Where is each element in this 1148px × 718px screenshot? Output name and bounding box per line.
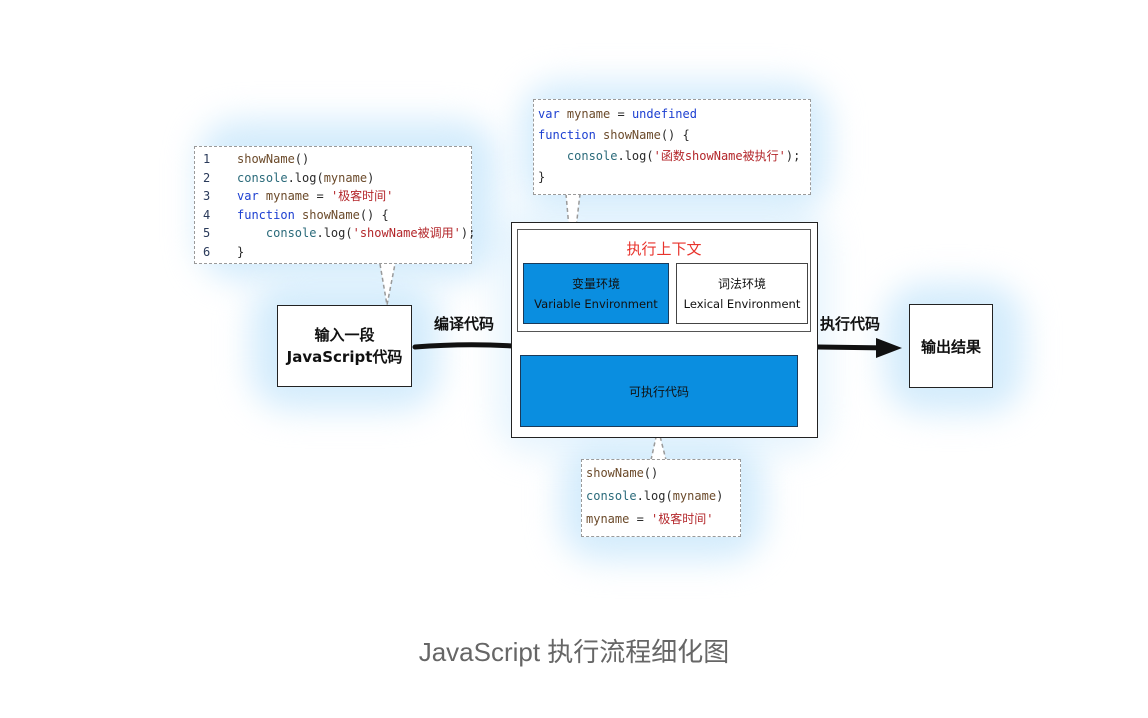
code-token: =: [610, 107, 632, 121]
code-token: myname: [323, 170, 368, 185]
code-token: ): [367, 170, 375, 185]
code-line: var myname = undefined: [538, 104, 810, 125]
code-token: function: [538, 128, 604, 142]
input-box-line1: 输入一段: [314, 326, 375, 344]
code-token: 'showName被调用': [352, 226, 461, 240]
output-result-label: 输出结果: [920, 337, 981, 356]
code-line: 5 console.log('showName被调用');: [203, 224, 475, 243]
compile-code-label: 编译代码: [434, 315, 495, 333]
code-line: 1 showName(): [203, 150, 471, 169]
code-token: =: [309, 189, 331, 203]
code-token: () {: [359, 207, 389, 222]
code-token: '极客时间': [651, 512, 714, 526]
code-line: 2 console.log(myname): [203, 169, 471, 188]
code-token: function: [237, 207, 303, 222]
executable-code-callout: showName()console.log(myname)myname = '极…: [581, 459, 741, 537]
code-token: console: [586, 489, 637, 503]
code-token: var: [538, 107, 567, 121]
line-number: 6: [203, 244, 211, 259]
code-token: myname: [566, 107, 611, 121]
code-token: .log(: [617, 149, 654, 163]
code-line: console.log(myname): [586, 485, 740, 508]
code-token: );: [460, 226, 476, 240]
code-line: console.log('函数showName被执行');: [538, 146, 810, 167]
code-token: }: [538, 170, 546, 184]
line-number: 5: [203, 226, 211, 240]
execution-context-container: 执行上下文 变量环境 Variable Environment 词法环境 Lex…: [511, 222, 818, 438]
code-token: .log(: [316, 226, 353, 240]
code-line: 6}: [203, 243, 471, 262]
code-token: showName: [586, 466, 644, 480]
code-token: console: [538, 149, 618, 163]
code-token: showName: [237, 152, 295, 166]
input-code-box: 输入一段 JavaScript代码: [277, 305, 412, 387]
code-token: myname: [672, 489, 717, 503]
lexical-env-cn: 词法环境: [717, 276, 766, 291]
execution-context-title: 执行上下文: [626, 240, 702, 258]
output-result-box: 输出结果: [909, 304, 993, 388]
code-line: 4 function showName() {: [203, 206, 471, 225]
line-number: 1: [203, 152, 211, 166]
code-token: myname: [586, 512, 630, 526]
executable-code-box: 可执行代码: [520, 355, 798, 427]
code-line: }: [538, 167, 810, 188]
code-token: showName: [302, 207, 360, 222]
code-token: console: [237, 226, 317, 240]
lexical-env-en: Lexical Environment: [683, 296, 801, 311]
variable-env-en: Variable Environment: [534, 296, 658, 311]
input-box-line2: JavaScript代码: [286, 348, 403, 366]
code-line: function showName() {: [538, 125, 810, 146]
code-token: (): [294, 152, 310, 166]
variable-env-cn: 变量环境: [571, 276, 620, 291]
executable-code-label: 可执行代码: [628, 384, 689, 399]
code-token: myname: [265, 189, 310, 203]
code-token: .log(: [287, 170, 324, 185]
code-token: }: [237, 244, 245, 259]
code-token: '函数showName被执行': [653, 149, 786, 163]
code-line: 3 var myname = '极客时间': [203, 187, 471, 206]
code-token: undefined: [631, 107, 697, 121]
code-token: );: [785, 149, 801, 163]
code-token: () {: [660, 128, 690, 142]
line-number: 3: [203, 189, 211, 203]
code-line: myname = '极客时间': [586, 508, 740, 531]
code-token: ): [716, 489, 724, 503]
code-token: console: [237, 170, 288, 185]
code-token: (): [643, 466, 659, 480]
line-number: 2: [203, 170, 211, 185]
code-token: showName: [603, 128, 661, 142]
code-token: '极客时间': [330, 189, 394, 203]
figure-caption: JavaScript 执行流程细化图: [418, 637, 730, 667]
execute-code-label: 执行代码: [820, 315, 881, 333]
code-token: var: [237, 189, 266, 203]
code-token: .log(: [636, 489, 673, 503]
lexical-environment-box: 词法环境 Lexical Environment: [676, 263, 808, 324]
code-line: showName(): [586, 462, 740, 485]
execution-context-box: 执行上下文 变量环境 Variable Environment 词法环境 Lex…: [517, 229, 811, 332]
line-number: 4: [203, 207, 211, 222]
variable-environment-box: 变量环境 Variable Environment: [523, 263, 669, 324]
code-token: =: [629, 512, 652, 526]
